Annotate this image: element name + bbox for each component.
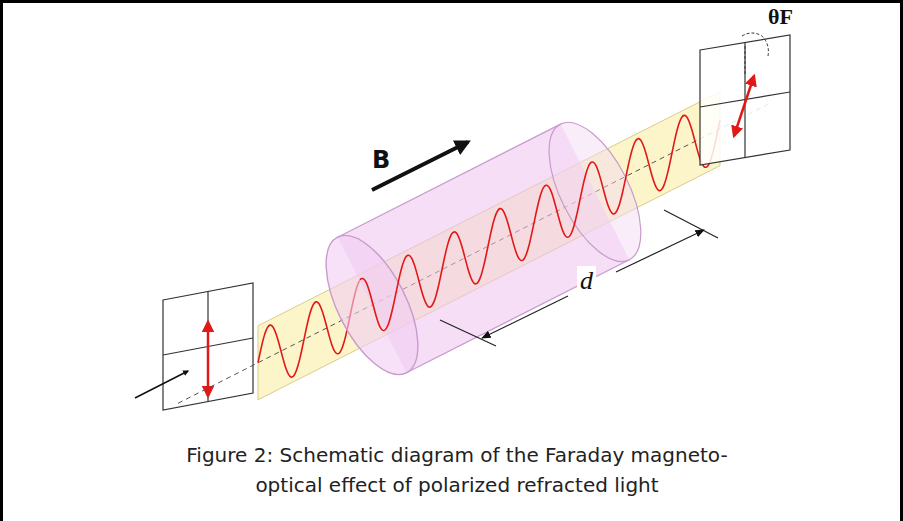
input-polarizer xyxy=(163,283,253,410)
output-analyzer xyxy=(700,35,790,165)
rotated-polarization-arrow xyxy=(734,76,754,136)
length-label: d xyxy=(577,266,596,296)
incident-light-arrow xyxy=(135,371,188,398)
light-wave-inside xyxy=(360,115,720,330)
field-arrow xyxy=(372,142,468,190)
magneto-optical-medium xyxy=(307,109,659,388)
input-polarization-arrow xyxy=(207,322,210,396)
light-wave xyxy=(360,115,720,330)
optical-axis xyxy=(178,103,770,403)
field-label: B xyxy=(372,146,390,174)
length-dimension xyxy=(440,210,718,346)
reference-axis xyxy=(745,44,746,74)
rotation-angle-arc xyxy=(742,33,768,56)
figure-caption: Figure 2: Schematic diagram of the Farad… xyxy=(177,440,737,500)
rotation-angle-label: θF xyxy=(768,4,793,30)
light-beam xyxy=(178,92,770,404)
polarization-plane xyxy=(258,92,720,400)
